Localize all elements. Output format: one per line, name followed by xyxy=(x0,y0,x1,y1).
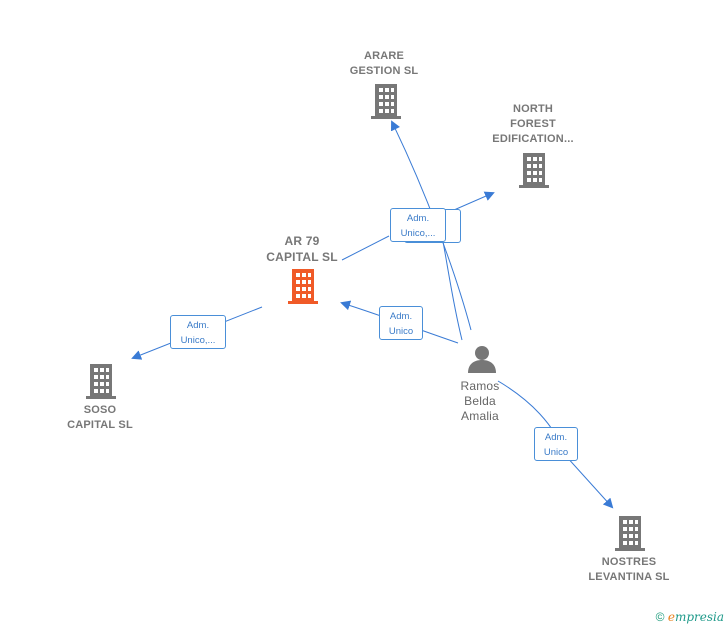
brand-initial: e xyxy=(667,610,675,624)
soso-label[interactable]: SOSO CAPITAL SL xyxy=(67,404,133,431)
person-label[interactable]: Ramos Belda Amalia xyxy=(460,379,500,423)
brand-name: mpresia xyxy=(674,610,724,624)
building-icon[interactable] xyxy=(518,152,550,188)
ar79-label[interactable]: AR 79 CAPITAL SL xyxy=(266,234,338,264)
nostres-label[interactable]: NOSTRES LEVANTINA SL xyxy=(588,556,670,583)
person-icon[interactable] xyxy=(466,344,498,374)
north-forest-label[interactable]: NORTH FOREST EDIFICATION... xyxy=(492,103,574,145)
relation-label-ar79[interactable]: Adm. Unico xyxy=(379,306,423,340)
relation-label-north-forest[interactable]: Adm. Unico,... xyxy=(390,208,446,242)
copyright-symbol: © xyxy=(655,610,665,624)
edge-ar79-north-forest xyxy=(341,235,390,261)
building-icon[interactable] xyxy=(614,515,646,551)
building-icon[interactable] xyxy=(287,268,319,304)
relation-label-nostres[interactable]: Adm. Unico xyxy=(534,427,578,461)
building-icon[interactable] xyxy=(370,83,402,119)
arare-label[interactable]: ARARE GESTION SL xyxy=(349,50,419,77)
empresia-logo: © empresia xyxy=(656,610,724,624)
relation-label-soso[interactable]: Adm. Unico,... xyxy=(170,315,226,349)
building-icon[interactable] xyxy=(85,363,117,399)
